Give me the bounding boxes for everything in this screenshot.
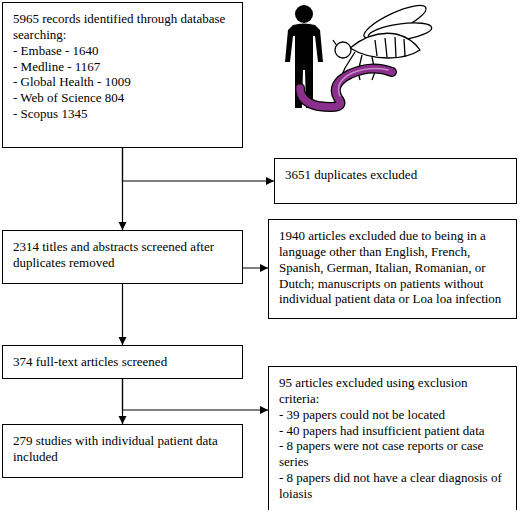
box-content: 3651 duplicates excluded <box>285 167 506 183</box>
box-text: 2314 titles and abstracts screened after… <box>13 239 232 271</box>
box-content: 95 articles excluded using exclusion cri… <box>279 375 506 502</box>
box-text: - 40 papers had insufficient patient dat… <box>279 423 506 439</box>
box-text: - Embase - 1640 <box>13 43 232 59</box>
process-box: 3651 duplicates excluded <box>274 158 517 204</box>
box-content: 2314 titles and abstracts screened after… <box>13 239 232 271</box>
process-box: 279 studies with individual patient data… <box>2 424 243 478</box>
box-text: - Medline - 1167 <box>13 59 232 75</box>
box-text: - 39 papers could not be located <box>279 407 506 423</box>
process-box: 95 articles excluded using exclusion cri… <box>268 366 517 510</box>
box-text: 95 articles excluded using exclusion cri… <box>279 375 506 407</box>
box-content: 279 studies with individual patient data… <box>13 433 232 465</box>
box-text: 1940 articles excluded due to being in a… <box>279 228 506 307</box>
box-text: 279 studies with individual patient data… <box>13 433 232 465</box>
box-content: 5965 records identified through database… <box>13 11 232 122</box>
worm-drawing <box>300 68 392 107</box>
box-text: - Web of Science 804 <box>13 90 232 106</box>
box-text: 5965 records identified through database… <box>13 11 232 43</box>
process-box: 5965 records identified through database… <box>2 2 243 148</box>
box-text: 374 full-text articles screened <box>13 354 232 370</box>
box-text: 3651 duplicates excluded <box>285 167 506 183</box>
box-content: 374 full-text articles screened <box>13 354 232 370</box>
box-text: - 8 papers did not have a clear diagnosi… <box>279 470 506 502</box>
flow-arrow <box>123 148 275 181</box>
process-box: 1940 articles excluded due to being in a… <box>268 219 517 319</box>
process-box: 2314 titles and abstracts screened after… <box>2 230 243 284</box>
box-text: - 8 papers were not case reports or case… <box>279 438 506 470</box>
box-text: - Scopus 1345 <box>13 106 232 122</box>
flow-arrow <box>122 284 123 345</box>
box-content: 1940 articles excluded due to being in a… <box>279 228 506 307</box>
flow-arrow <box>123 379 269 410</box>
process-box: 374 full-text articles screened <box>2 345 243 379</box>
box-text: - Global Health - 1009 <box>13 74 232 90</box>
